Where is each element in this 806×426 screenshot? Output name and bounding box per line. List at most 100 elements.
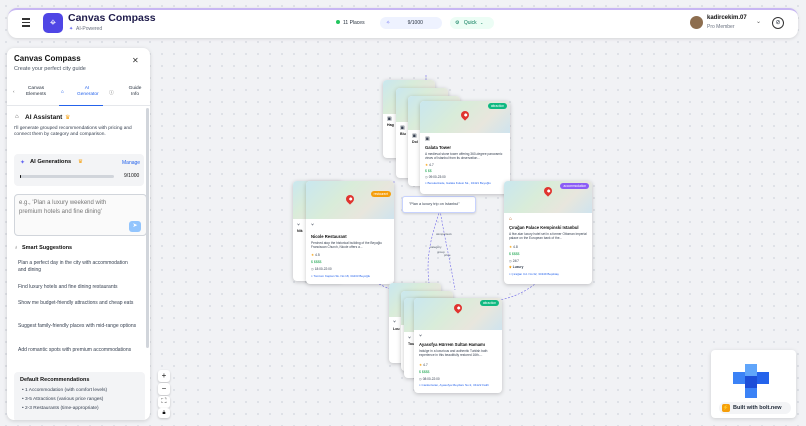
bolt-logo (733, 364, 771, 400)
bolt-badge[interactable]: ⚡Built with bolt.new (711, 350, 796, 418)
category-tag: restaurant (370, 191, 391, 197)
fit-view-button[interactable]: ⛶ (158, 396, 170, 408)
fit-view-icon: ⛶ (161, 398, 167, 405)
card-description: A medieval stone tower offering 360-degr… (425, 152, 503, 160)
avatar (690, 16, 703, 29)
location-icon: ⌖ (311, 274, 313, 278)
zoom-in-button[interactable]: + (158, 370, 170, 382)
address-link[interactable]: ⌖ Çırağan Cd. No:32, 34349 Beşiktaş (509, 272, 559, 276)
card-title: Ayasofya Hürrem Sultan Hamamı (419, 342, 485, 347)
suggestion-item[interactable]: Plan a perfect day in the city with acco… (18, 260, 128, 273)
address-link[interactable]: ⌖ Tomtom Kaptan Sk. No:18, 34433 Beyoğlu (311, 274, 370, 278)
place-card-ciragan-palace[interactable]: accommodation ⌂ Çırağan Palace Kempinski… (504, 181, 592, 284)
rating: ★ 4.7 (425, 163, 434, 167)
user-name: kadircekim.07 (707, 15, 747, 21)
chevron-down-icon: ⌄ (480, 20, 484, 25)
price-value: $$$$ (313, 260, 322, 264)
zoom-out-button[interactable]: − (158, 383, 170, 395)
bulb-icon: ♁ (14, 245, 19, 251)
hours-value: 08:00-22:00 (422, 377, 440, 381)
sidebar-scrollbar[interactable] (146, 108, 149, 348)
suggestion-item[interactable]: Show me budget-friendly attractions and … (18, 300, 134, 306)
built-with-pill[interactable]: ⚡Built with bolt.new (719, 402, 791, 414)
edge-label: category (430, 245, 442, 249)
rating: ★ 4.7 (419, 363, 428, 367)
app-name: Canvas Compass (68, 12, 156, 24)
card-title: Galata Tower (425, 145, 451, 150)
tab-label: Canvas Elements (26, 86, 46, 97)
prompt-input[interactable] (19, 199, 127, 231)
edge-label: comparison (436, 232, 452, 236)
menu-icon[interactable] (22, 18, 30, 27)
address-value: Cankurtaran, Ayasofya Meydanı No:2, 3412… (421, 383, 489, 387)
tab-canvas-elements[interactable]: ‹ Canvas Elements (13, 86, 53, 104)
places-count-badge: 11 Places (332, 18, 372, 29)
rating: ★ 4.8 (509, 245, 518, 249)
address-link[interactable]: ⌖ Bereketzade, Galata Kulesi Sk., 34421 … (425, 181, 491, 185)
compass-icon[interactable]: ⊘ (772, 17, 784, 29)
suggestions-title: Smart Suggestions (22, 245, 73, 251)
tab-guide-info[interactable]: ⓘ Guide Info (109, 86, 147, 104)
sidebar-subtitle: Create your perfect city guide (14, 66, 86, 72)
address-value: Bereketzade, Galata Kulesi Sk., 34421 Be… (427, 181, 491, 185)
category-tag: attraction (479, 300, 499, 306)
tab-ai-generator[interactable]: ⌂ AI Generator (59, 86, 103, 106)
map-pin-icon (452, 302, 464, 314)
opening-hours: ◷ 08:00-22:00 (419, 377, 440, 381)
lock-button[interactable]: 🔒︎ (158, 408, 170, 418)
address-value: Çırağan Cd. No:32, 34349 Beşiktaş (511, 272, 559, 276)
place-card-hurrem-hamami[interactable]: attraction ⑂ Ayasofya Hürrem Sultan Hama… (414, 298, 502, 393)
clock-icon: ◷ (311, 267, 314, 271)
prompt-node[interactable]: "Plan a luxury trip on Istanbul" (402, 196, 476, 213)
card-icon: ▣ (425, 136, 430, 142)
star-icon: ★ (311, 253, 315, 257)
place-card-nicole-restaurant[interactable]: restaurant ⑂ Nicole Restaurant Perched a… (306, 181, 394, 284)
card-icon: ⑂ (408, 335, 412, 341)
hotel-icon: ⌂ (509, 216, 513, 222)
address-link[interactable]: ⌖ Cankurtaran, Ayasofya Meydanı No:2, 34… (419, 383, 489, 387)
close-icon[interactable]: ✕ (132, 56, 139, 65)
card-icon: ▣ (412, 133, 417, 139)
lock-icon: 🔒︎ (162, 410, 166, 416)
map-pin-icon (344, 193, 356, 205)
defaults-title: Default Recommendations (20, 377, 90, 383)
edge-label: group (437, 250, 445, 254)
card-description: A five-star luxury hotel set in a former… (509, 232, 587, 240)
user-menu[interactable]: kadircekim.07 Pro Member ⌄ (690, 15, 770, 33)
card-title: Tou (408, 342, 415, 346)
rating-value: 4.8 (513, 245, 518, 249)
dollar-icon: $ (509, 252, 511, 256)
generations-count: 9/1000 (124, 173, 140, 179)
sparkle-icon: ✦ (69, 26, 74, 32)
dollar-icon: $ (311, 260, 313, 264)
default-item: • 1 Accommodation (with comfort levels) (22, 388, 108, 393)
generations-progress (20, 175, 114, 178)
card-icon: ▣ (400, 125, 405, 131)
rating-value: 4.5 (315, 253, 320, 257)
price-level: $ $$ (425, 169, 432, 173)
built-with-label: Built with bolt.new (733, 405, 782, 411)
mode-dropdown[interactable]: ⚙ Quick ⌄ (450, 17, 494, 29)
manage-link[interactable]: Manage (122, 160, 141, 166)
place-card-galata-tower[interactable]: attraction ▣ Galata Tower A medieval sto… (420, 101, 510, 194)
mode-label: Quick (463, 20, 477, 26)
suggestion-item[interactable]: Suggest family-friendly places with mid-… (18, 323, 137, 329)
suggestion-item[interactable]: Add romantic spots with premium accommod… (18, 347, 132, 353)
price-value: $$ (427, 169, 432, 173)
card-description: Perched atop the historical building of … (311, 241, 382, 249)
chevron-down-icon: ⌄ (756, 19, 762, 25)
bolt-icon: ✧ (386, 20, 391, 26)
tab-label: AI Generator (77, 86, 99, 97)
app-subtitle: AI-Powered (76, 26, 103, 32)
suggestion-item[interactable]: Find luxury hotels and fine dining resta… (18, 284, 118, 290)
assistant-icon: ⌂ (15, 114, 19, 120)
location-icon: ⌖ (425, 181, 427, 185)
credits-badge: ✧ 9/1000 (380, 17, 442, 29)
bolt-icon: ⚡ (722, 404, 730, 412)
user-plan: Pro Member (707, 24, 735, 30)
card-icon: ▣ (387, 116, 392, 122)
info-icon: ⓘ (109, 91, 114, 96)
send-button[interactable]: ➤ (129, 221, 141, 232)
badge-value: Luxury (512, 265, 524, 269)
dollar-icon: $ (425, 169, 427, 173)
